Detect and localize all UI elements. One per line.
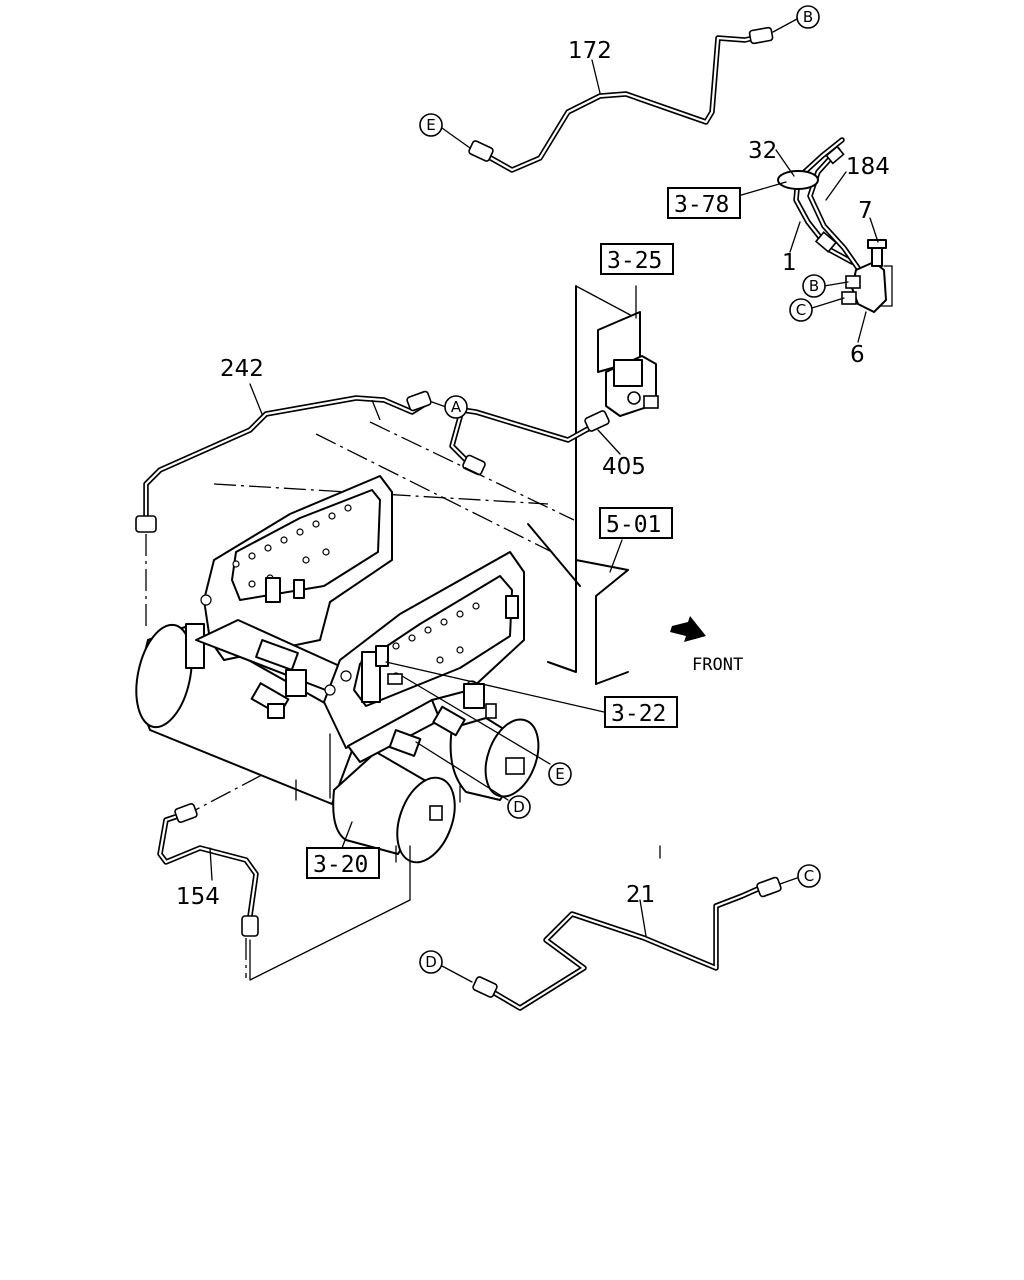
svg-text:E: E	[426, 116, 435, 134]
connector-bracket-line	[249, 733, 411, 981]
ref-label-3-22: 3-22	[611, 701, 666, 727]
marker-a: A	[444, 395, 468, 419]
part-number-labels: 172 32 184 7 1 6 242 405 154 21	[176, 38, 890, 910]
label-242: 242	[220, 356, 264, 382]
ref-label-5-01: 5-01	[606, 512, 661, 538]
label-172: 172	[568, 38, 612, 64]
pipe-172	[441, 18, 798, 173]
ref-label-3-25: 3-25	[607, 248, 662, 274]
svg-text:E: E	[555, 765, 564, 783]
svg-text:C: C	[804, 867, 814, 885]
ref-box-3-25[interactable]: 3-25	[600, 243, 674, 275]
pipe-405	[449, 407, 621, 476]
ref-label-3-78: 3-78	[674, 192, 729, 218]
ref-box-3-20[interactable]: 3-20	[306, 847, 380, 879]
label-405: 405	[602, 454, 646, 480]
marker-b-top: B	[796, 5, 820, 29]
front-label: FRONT	[692, 655, 743, 675]
label-21: 21	[626, 882, 655, 908]
ref-box-3-78[interactable]: 3-78	[667, 187, 741, 219]
marker-e-top: E	[419, 113, 443, 137]
svg-text:D: D	[513, 798, 525, 816]
label-184: 184	[846, 154, 890, 180]
valve-assembly	[737, 137, 893, 343]
svg-text:C: C	[796, 301, 806, 319]
label-32: 32	[748, 138, 777, 164]
label-1: 1	[782, 250, 797, 276]
pipe-21	[441, 876, 798, 1011]
solenoid-valve	[597, 285, 659, 417]
tank-fittings	[250, 577, 605, 849]
svg-text:A: A	[451, 398, 462, 416]
label-7: 7	[858, 198, 873, 224]
ref-label-3-20: 3-20	[313, 852, 368, 878]
label-6: 6	[850, 342, 865, 368]
svg-text:B: B	[803, 8, 813, 26]
ref-box-5-01[interactable]: 5-01	[599, 507, 673, 539]
svg-text:B: B	[809, 277, 819, 295]
svg-text:D: D	[425, 953, 437, 971]
marker-d-bottom: D	[419, 950, 443, 974]
marker-c-bottom: C	[797, 864, 821, 888]
marker-b-valve: B	[802, 274, 826, 298]
ref-box-3-22[interactable]: 3-22	[604, 696, 678, 728]
pipe-242	[135, 383, 447, 630]
front-arrow-icon	[670, 616, 706, 642]
marker-c-valve: C	[789, 298, 813, 322]
marker-d-tank: D	[507, 795, 531, 819]
pipe-154	[157, 803, 259, 937]
label-154: 154	[176, 884, 220, 910]
marker-e-tank: E	[548, 762, 572, 786]
air-tanks	[135, 623, 661, 864]
frame-wall	[527, 285, 637, 685]
